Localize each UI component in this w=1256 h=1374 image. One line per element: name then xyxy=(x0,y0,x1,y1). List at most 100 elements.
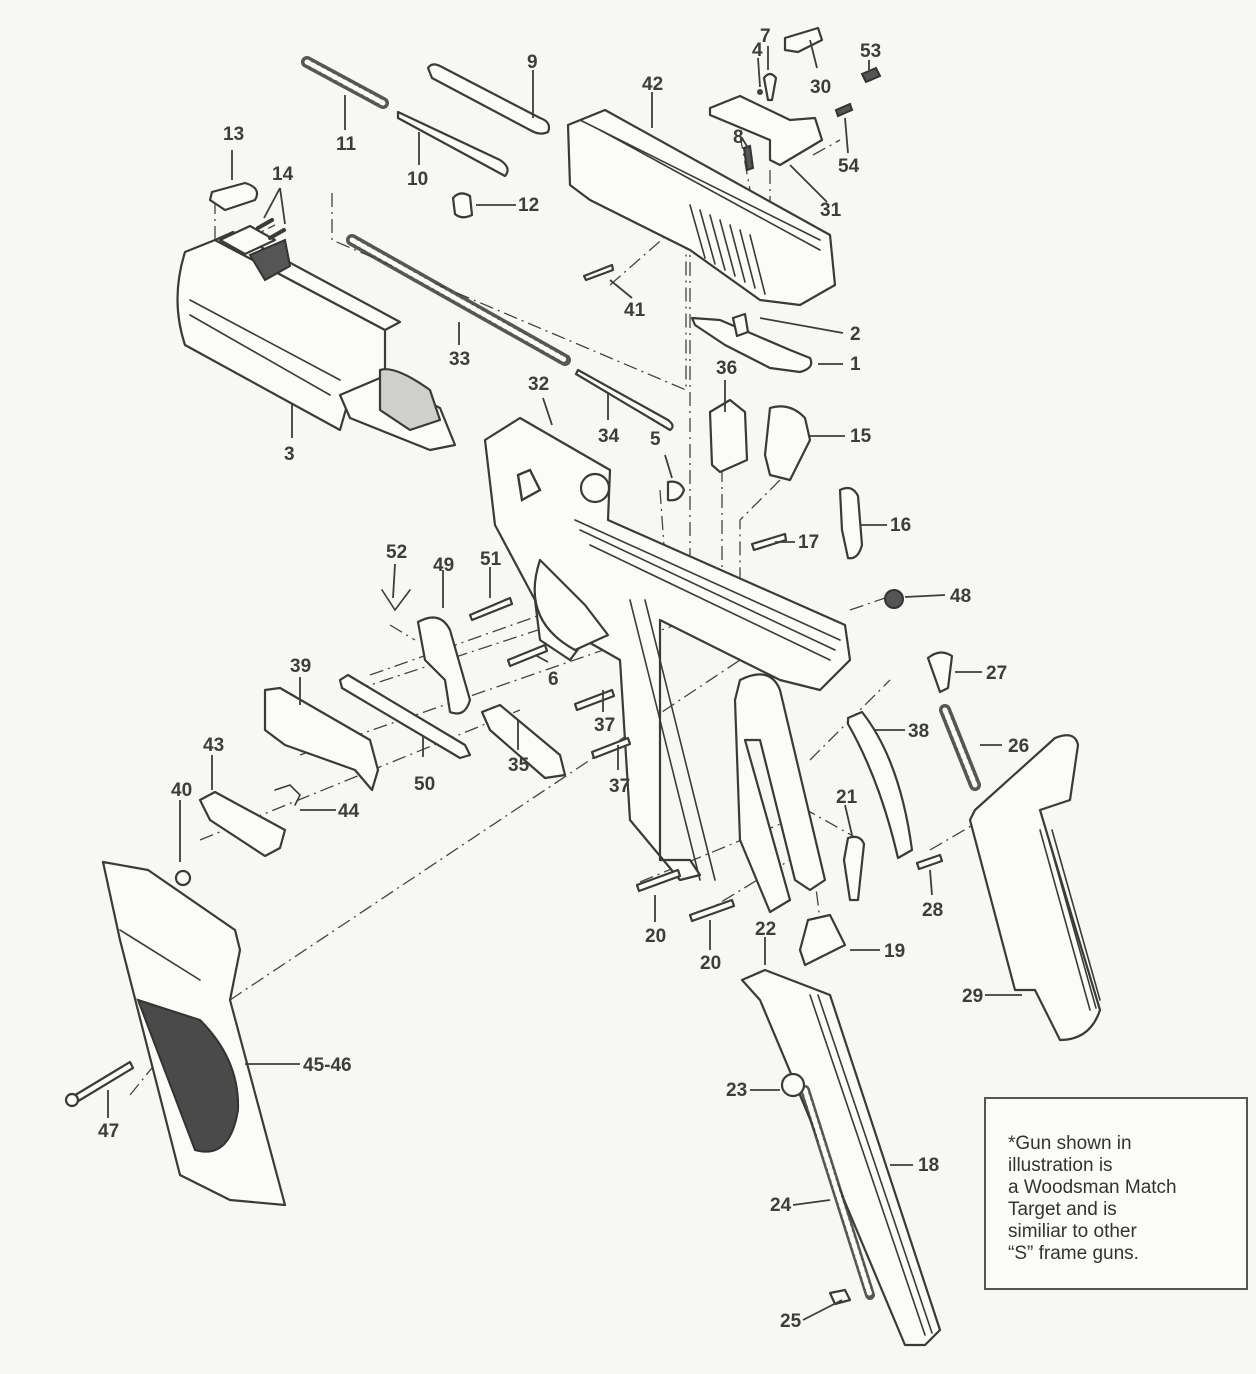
grip-frame xyxy=(733,673,827,914)
callout-9: 9 xyxy=(527,52,538,73)
pin-20b xyxy=(688,898,736,923)
pin-20a xyxy=(635,868,682,893)
grip-screw-47 xyxy=(64,1060,135,1108)
callout-52: 52 xyxy=(386,542,407,563)
callout-27: 27 xyxy=(986,663,1007,684)
callout-15: 15 xyxy=(850,426,872,447)
safety-43 xyxy=(198,790,287,858)
callout-47: 47 xyxy=(98,1121,119,1142)
callout-43: 43 xyxy=(203,735,224,756)
plunger-12 xyxy=(451,192,474,219)
callout-20a: 20 xyxy=(645,926,666,947)
magazine-base-25 xyxy=(828,1288,852,1306)
callout-30: 30 xyxy=(810,77,831,98)
callout-22: 22 xyxy=(755,919,776,940)
extractor-9 xyxy=(426,63,551,135)
slide-serrations xyxy=(689,204,766,295)
callout-28: 28 xyxy=(922,900,943,921)
callout-19: 19 xyxy=(884,941,905,962)
callout-41: 41 xyxy=(624,300,646,321)
receiver-frame xyxy=(483,416,852,882)
callout-31: 31 xyxy=(820,200,842,221)
callout-25: 25 xyxy=(780,1311,802,1332)
callout-36: 36 xyxy=(716,358,737,379)
receiver-bore xyxy=(579,472,611,504)
front-sight xyxy=(208,181,259,212)
callout-17: 17 xyxy=(798,532,819,553)
callout-54: 54 xyxy=(838,156,860,177)
mainspring-housing-29 xyxy=(968,734,1102,1042)
pin-6 xyxy=(506,643,549,668)
callout-34: 34 xyxy=(598,426,620,447)
callout-48: 48 xyxy=(950,586,971,607)
hammer-15 xyxy=(763,405,812,482)
pin-53 xyxy=(860,66,882,84)
mainspring-nut-48 xyxy=(884,589,904,609)
callout-37b: 37 xyxy=(609,776,630,797)
callout-20b: 20 xyxy=(700,953,721,974)
magazine-catch-35 xyxy=(480,703,567,780)
trigger-bar-50 xyxy=(338,673,472,760)
callout-40: 40 xyxy=(171,780,192,801)
plunger-2 xyxy=(731,312,750,338)
magazine xyxy=(740,968,942,1347)
callout-3: 3 xyxy=(284,444,295,465)
housing-serrations xyxy=(1039,829,1101,1011)
callout-24: 24 xyxy=(770,1195,792,1216)
rear-sight-base-31 xyxy=(708,94,824,167)
callout-49: 49 xyxy=(433,555,454,576)
pin-28 xyxy=(915,853,944,871)
callout-10: 10 xyxy=(407,169,428,190)
sight-pins xyxy=(256,218,286,240)
callout-14: 14 xyxy=(272,164,294,185)
pin-41 xyxy=(582,263,615,282)
trigger-pin-51 xyxy=(468,596,514,622)
callout-6: 6 xyxy=(548,669,559,690)
slide xyxy=(566,108,837,307)
sight-screw-7 xyxy=(762,72,778,102)
callout-13: 13 xyxy=(223,124,244,145)
callout-labels: 1 2 3 4 5 6 7 8 9 10 11 12 13 14 15 16 1… xyxy=(98,26,1029,1332)
rod-34 xyxy=(574,368,674,432)
mainspring-plunger-27 xyxy=(926,651,954,694)
magazine-catch-lock-21 xyxy=(842,835,866,902)
callout-4: 4 xyxy=(752,40,763,61)
illustration-note-box: *Gun shown in illustration is a Woodsman… xyxy=(984,1097,1248,1290)
callout-39: 39 xyxy=(290,656,311,677)
sear-36 xyxy=(708,398,749,474)
magazine-spring-24 xyxy=(800,1085,875,1300)
callout-51: 51 xyxy=(480,549,502,570)
recoil-spring-11 xyxy=(301,56,389,109)
callout-16: 16 xyxy=(890,515,911,536)
mainspring-26 xyxy=(939,704,981,791)
rod-10 xyxy=(396,110,509,178)
callout-18: 18 xyxy=(918,1155,939,1176)
hammer-pin-17 xyxy=(750,532,788,552)
pin-37b xyxy=(590,736,632,760)
slide-stop-1 xyxy=(690,316,813,374)
callout-23: 23 xyxy=(726,1080,747,1101)
callout-38: 38 xyxy=(908,721,929,742)
barrel xyxy=(176,224,457,452)
callout-12: 12 xyxy=(518,195,539,216)
sight-leaf-30 xyxy=(783,26,824,54)
callout-45-46: 45-46 xyxy=(303,1055,352,1076)
pin-37a xyxy=(573,688,616,712)
sear-spring-39 xyxy=(263,686,380,792)
callout-42: 42 xyxy=(642,74,663,95)
colt-logo xyxy=(516,468,542,502)
grip-panel xyxy=(101,860,287,1207)
ball-4 xyxy=(757,89,763,95)
callout-11: 11 xyxy=(336,134,357,155)
illustration-note: *Gun shown in illustration is a Woodsman… xyxy=(1008,1133,1177,1264)
callout-44: 44 xyxy=(338,801,360,822)
safety-screw-40 xyxy=(174,869,192,887)
callout-37a: 37 xyxy=(594,715,615,736)
hammer-strut-16 xyxy=(838,486,864,560)
callout-53: 53 xyxy=(860,41,881,62)
callout-50: 50 xyxy=(414,774,435,795)
ejector-5 xyxy=(666,480,686,502)
safety-spring-44 xyxy=(274,784,301,806)
trigger-spring-38 xyxy=(846,710,914,860)
